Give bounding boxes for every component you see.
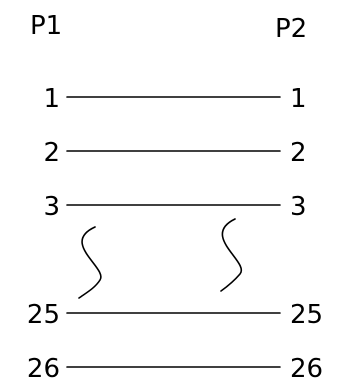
connection-row: 1 1 (43, 84, 306, 114)
left-pin-label: 25 (27, 300, 60, 330)
connection-row: 26 26 (27, 354, 323, 384)
left-pin-label: 26 (27, 354, 60, 384)
left-pin-label: 1 (43, 84, 60, 114)
break-mark-right (220, 218, 243, 292)
right-pin-label: 25 (290, 300, 323, 330)
connection-row: 2 2 (43, 138, 306, 168)
break-mark-left (78, 226, 102, 299)
right-pin-label: 3 (290, 192, 307, 222)
right-pin-label: 1 (290, 84, 307, 114)
left-pin-label: 3 (43, 192, 60, 222)
header-left: P1 (30, 11, 62, 41)
connection-row: 3 3 (43, 192, 306, 222)
left-pin-label: 2 (43, 138, 60, 168)
connection-row: 25 25 (27, 300, 323, 330)
right-pin-label: 2 (290, 138, 307, 168)
header-right: P2 (275, 14, 307, 44)
right-pin-label: 26 (290, 354, 323, 384)
